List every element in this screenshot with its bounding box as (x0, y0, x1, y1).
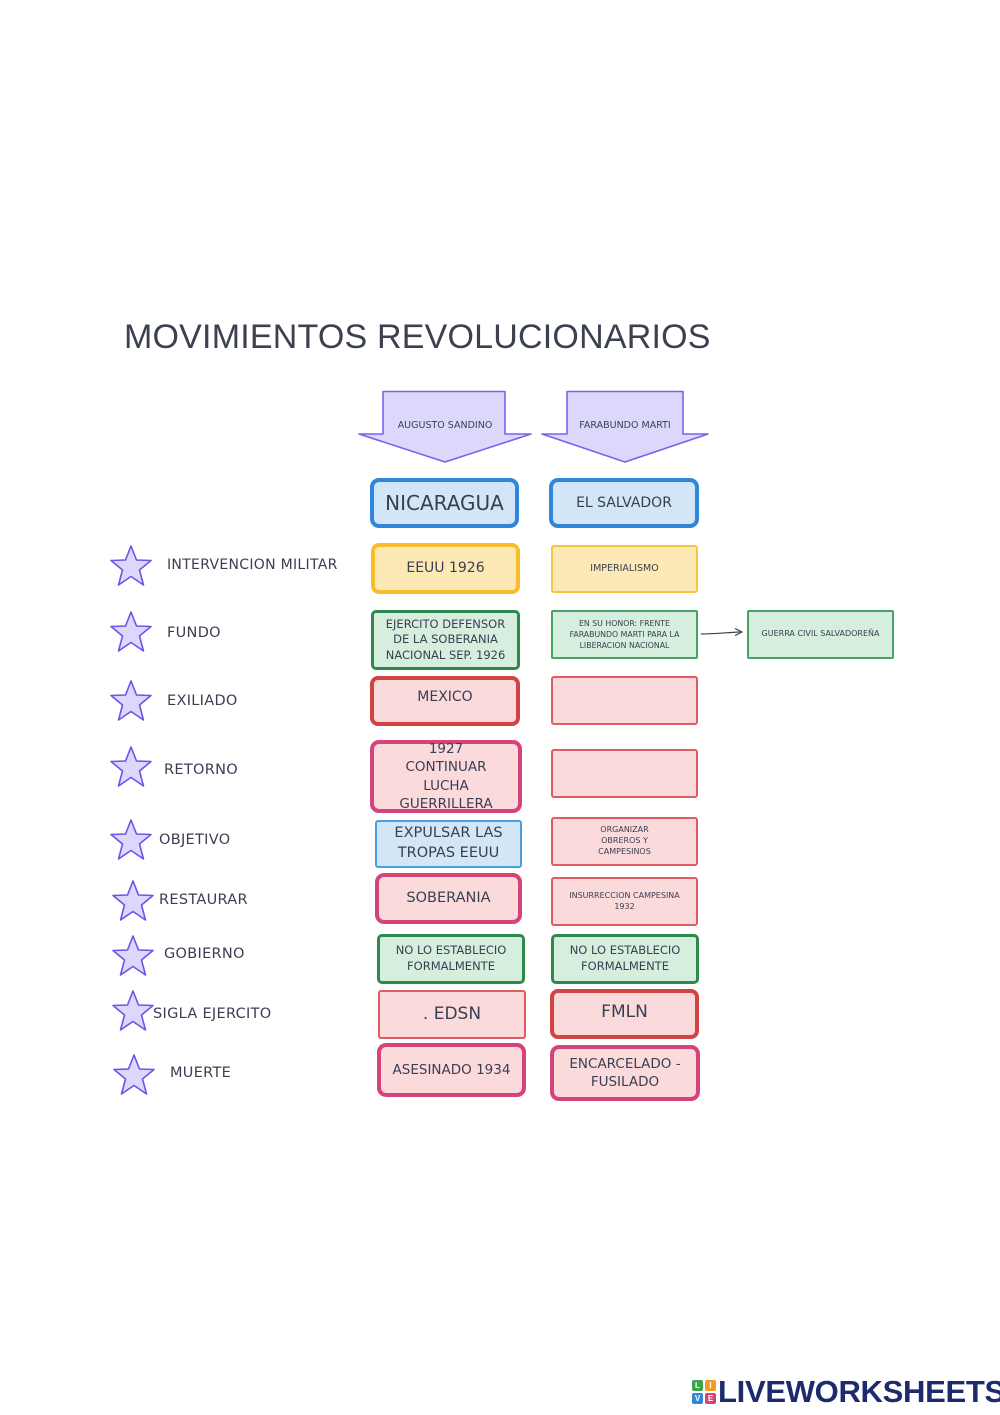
marti-fundo-text: EN SU HONOR: FRENTE FARABUNDO MARTI PARA… (569, 618, 680, 651)
row-label-objetivo: OBJETIVO (159, 832, 231, 848)
column-header-marti: FARABUNDO MARTI (540, 390, 710, 464)
sandino-restaurar-text: SOBERANIA (406, 889, 491, 906)
star-icon (110, 611, 152, 652)
row-label-intervencion-militar: INTERVENCION MILITAR (167, 557, 338, 573)
sandino-restaurar-box: SOBERANIA (375, 873, 522, 924)
logo-grid-icon: L I V E (692, 1380, 716, 1404)
marti-gobierno-text: NO LO ESTABLECIO FORMALMENTE (569, 943, 681, 973)
row-label-exiliado: EXILIADO (167, 693, 238, 709)
country-box-nicaragua: NICARAGUA (370, 478, 519, 528)
marti-fundo-extra-box: GUERRA CIVIL SALVADOREÑA (747, 610, 894, 659)
sandino-exiliado-text: MEXICO (417, 688, 473, 705)
sandino-objetivo-text: EXPULSAR LAS TROPAS EEUU (394, 825, 503, 861)
sandino-exiliado-box: MEXICO (370, 676, 520, 726)
marti-gobierno-box: NO LO ESTABLECIO FORMALMENTE (551, 934, 699, 984)
star-icon (112, 990, 154, 1031)
logo-letter: E (705, 1393, 716, 1404)
sandino-muerte-box: ASESINADO 1934 (377, 1043, 526, 1097)
logo-text: LIVEWORKSHEETS (718, 1374, 1000, 1409)
column-header-label: AUGUSTO SANDINO (397, 420, 493, 431)
sandino-gobierno-box: NO LO ESTABLECIO FORMALMENTE (377, 934, 525, 984)
marti-muerte-text: ENCARCELADO - FUSILADO (569, 1055, 681, 1090)
column-header-label: FARABUNDO MARTI (579, 420, 671, 431)
row-label-sigla-ejercito: SIGLA EJERCITO (153, 1006, 272, 1022)
marti-objetivo-box: ORGANIZAR OBREROS Y CAMPESINOS (551, 817, 698, 866)
star-icon (110, 819, 152, 860)
marti-fundo-box: EN SU HONOR: FRENTE FARABUNDO MARTI PARA… (551, 610, 698, 659)
row-label-restaurar: RESTAURAR (159, 892, 248, 908)
star-icon (112, 935, 154, 976)
page-title: MOVIMIENTOS REVOLUCIONARIOS (124, 318, 711, 356)
star-icon (110, 680, 152, 721)
sandino-fundo-text: EJERCITO DEFENSOR DE LA SOBERANIA NACION… (385, 616, 506, 662)
connector-arrow (700, 627, 744, 637)
marti-restaurar-box: INSURRECCION CAMPESINA 1932 (551, 877, 698, 926)
star-icon (110, 545, 152, 586)
sandino-retorno-text: 1927 CONTINUAR LUCHA GUERRILLERA (399, 741, 493, 812)
star-icon (113, 1054, 155, 1095)
row-label-retorno: RETORNO (164, 762, 238, 778)
country-label: NICARAGUA (385, 490, 504, 515)
star-icon (110, 746, 152, 787)
row-label-muerte: MUERTE (170, 1065, 232, 1081)
column-header-sandino: AUGUSTO SANDINO (357, 390, 533, 464)
marti-restaurar-text: INSURRECCION CAMPESINA 1932 (569, 890, 680, 911)
marti-exiliado-box (551, 676, 698, 725)
marti-intervencion-box: IMPERIALISMO (551, 545, 698, 593)
sandino-muerte-text: ASESINADO 1934 (392, 1061, 511, 1078)
marti-retorno-box (551, 749, 698, 798)
marti-muerte-box: ENCARCELADO - FUSILADO (550, 1045, 700, 1101)
marti-intervencion-text: IMPERIALISMO (590, 562, 659, 574)
logo-letter: L (692, 1380, 703, 1391)
country-box-el-salvador: EL SALVADOR (549, 478, 699, 528)
sandino-intervencion-text: EEUU 1926 (406, 560, 485, 577)
marti-fundo-extra-text: GUERRA CIVIL SALVADOREÑA (761, 629, 880, 639)
row-label-gobierno: GOBIERNO (164, 946, 245, 962)
sandino-objetivo-box: EXPULSAR LAS TROPAS EEUU (375, 820, 522, 868)
marti-objetivo-text: ORGANIZAR OBREROS Y CAMPESINOS (598, 825, 651, 856)
logo-letter: I (705, 1380, 716, 1391)
country-label: EL SALVADOR (576, 494, 672, 511)
star-icon (112, 880, 154, 921)
logo-letter: V (692, 1393, 703, 1404)
row-label-fundo: FUNDO (167, 625, 221, 641)
sandino-sigla-text: . EDSN (422, 1004, 482, 1025)
sandino-sigla-box: . EDSN (378, 990, 526, 1039)
liveworksheets-logo: L I V E LIVEWORKSHEETS (692, 1374, 1000, 1410)
sandino-retorno-box: 1927 CONTINUAR LUCHA GUERRILLERA (370, 740, 522, 813)
marti-sigla-text: FMLN (601, 1001, 648, 1022)
sandino-fundo-box: EJERCITO DEFENSOR DE LA SOBERANIA NACION… (371, 610, 520, 670)
sandino-gobierno-text: NO LO ESTABLECIO FORMALMENTE (395, 943, 507, 973)
sandino-intervencion-box: EEUU 1926 (371, 543, 520, 594)
marti-sigla-box: FMLN (550, 989, 699, 1039)
